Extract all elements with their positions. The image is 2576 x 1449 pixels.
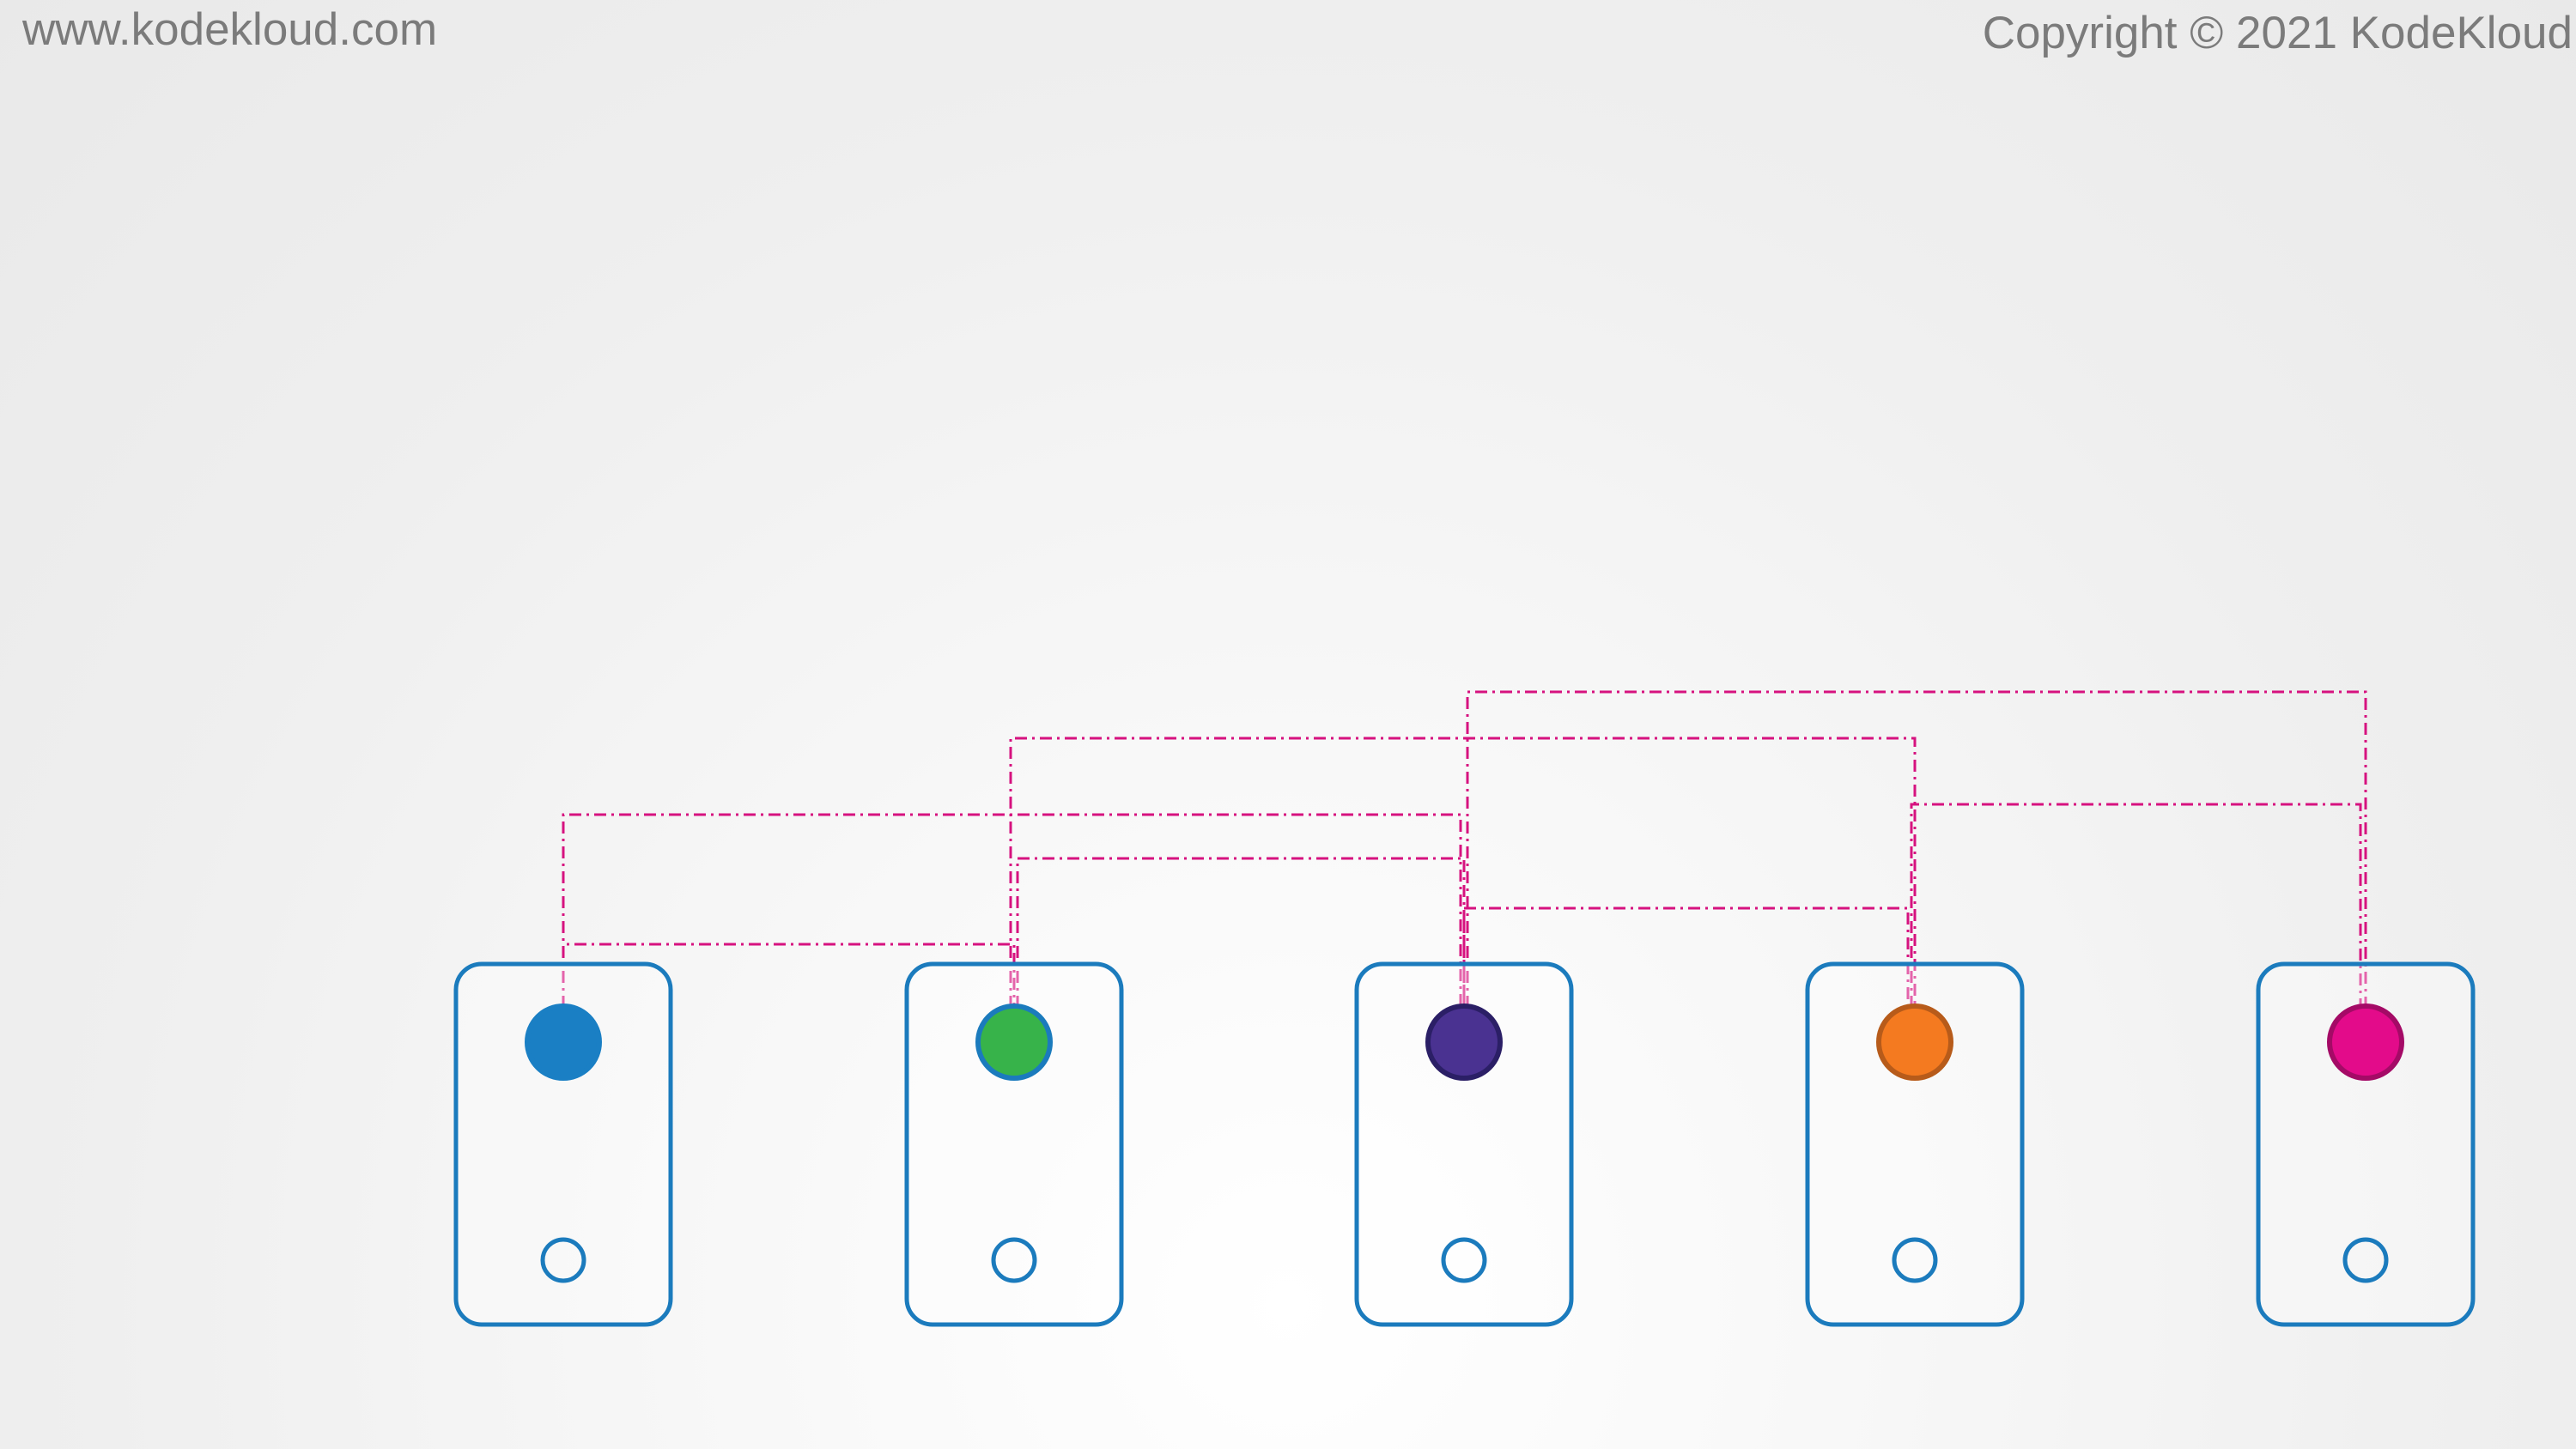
connector-node-3-node-5 (1466, 690, 2367, 1008)
node-5-dot (2327, 1003, 2404, 1081)
node-2-card (904, 961, 1124, 1327)
node-1-card (453, 961, 673, 1327)
node-3-card (1354, 961, 1574, 1327)
node-2-dot (975, 1003, 1053, 1081)
copyright-notice: Copyright © 2021 KodeKloud (1982, 8, 2573, 58)
node-3-hole (1441, 1237, 1487, 1283)
node-1-box (453, 961, 673, 1327)
node-3-box (1354, 961, 1574, 1327)
node-2-hole (991, 1237, 1037, 1283)
node-1-hole (540, 1237, 586, 1283)
node-4-card (1805, 961, 2025, 1327)
connector-lines (562, 690, 2367, 1008)
node-4-box (1805, 961, 2025, 1327)
connector-node-3-node-4 (1462, 906, 1910, 1008)
node-3-dot (1425, 1003, 1503, 1081)
site-url: www.kodekloud.com (22, 4, 438, 55)
node-5-card (2256, 961, 2476, 1327)
node-group (453, 961, 2476, 1327)
node-1-dot (525, 1003, 602, 1081)
node-5-box (2256, 961, 2476, 1327)
connector-node-2-node-4 (1009, 737, 1917, 1008)
node-4-dot (1876, 1003, 1953, 1081)
connector-node-4-node-5 (1910, 803, 2362, 1008)
node-2-box (904, 961, 1124, 1327)
node-5-hole (2342, 1237, 2389, 1283)
node-4-hole (1892, 1237, 1938, 1283)
connector-node-2-node-3 (1016, 857, 1466, 1008)
